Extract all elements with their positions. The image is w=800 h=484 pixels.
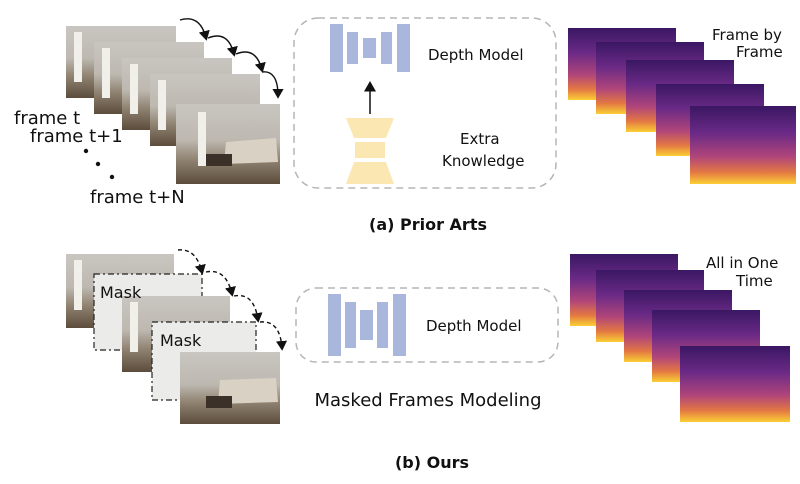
- prior-depth-stack: [568, 28, 796, 184]
- mask-label-1: Mask: [100, 283, 142, 302]
- prior-model-box: [293, 17, 557, 189]
- ours-section-title: (b) Ours: [395, 453, 469, 472]
- frame-arrows: [179, 18, 284, 99]
- masked-frames-modeling-caption: Masked Frames Modeling: [314, 390, 541, 411]
- prior-depth-caption-line1: Frame by: [712, 26, 782, 44]
- ours-frame-arrows: [177, 249, 288, 351]
- frame-label-t: frame t: [14, 108, 80, 129]
- rgb-frame: [180, 352, 280, 424]
- knowledge-label-line1: Extra: [460, 130, 500, 148]
- unet-icon: [330, 24, 410, 72]
- frame-label-t1: frame t+1: [30, 126, 123, 147]
- ours-depth-stack: [570, 254, 790, 422]
- unet-icon: [328, 294, 406, 356]
- ours-model-label: Depth Model: [426, 317, 522, 335]
- prior-frame-stack: [66, 26, 280, 184]
- knowledge-label-line2: Knowledge: [442, 152, 524, 170]
- ours-depth-caption-line2: Time: [735, 272, 773, 290]
- ours-depth-caption-line1: All in One: [706, 254, 778, 272]
- ours-frame-stack: [66, 254, 280, 424]
- depth-map: [690, 106, 796, 184]
- ellipsis-dot: [95, 161, 101, 167]
- ellipsis-dot: [109, 174, 115, 180]
- knowledge-icon: [346, 118, 394, 184]
- prior-model-label: Depth Model: [428, 46, 524, 64]
- rgb-frame: [176, 104, 280, 184]
- frame-label-tn: frame t+N: [90, 187, 185, 208]
- depth-map: [680, 346, 790, 422]
- prior-depth-caption-line2: Frame: [736, 43, 783, 61]
- mask-label-2: Mask: [160, 331, 202, 350]
- ellipsis-dot: [83, 148, 89, 154]
- ours-model-box: [295, 287, 559, 363]
- prior-section-title: (a) Prior Arts: [369, 215, 487, 234]
